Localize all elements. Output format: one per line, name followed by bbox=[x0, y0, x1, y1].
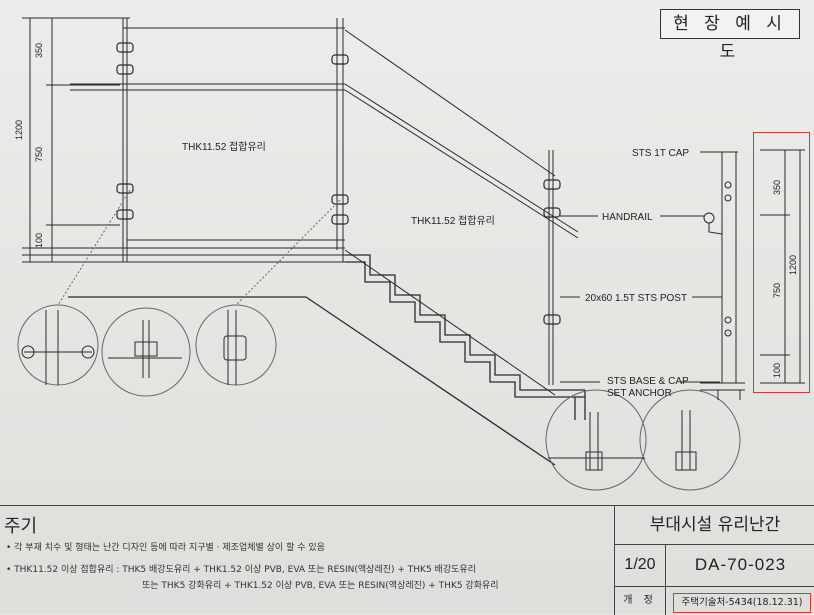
glass-clamps bbox=[116, 42, 561, 325]
dim-left-750: 750 bbox=[34, 147, 44, 162]
callout-post: 20x60 1.5T STS POST bbox=[585, 293, 687, 304]
dim-left-100: 100 bbox=[34, 233, 44, 248]
upper-glass-panel bbox=[122, 18, 556, 396]
dim-left-1200: 1200 bbox=[14, 120, 24, 140]
side-elevation bbox=[700, 151, 745, 400]
drawing-code: DA-70-023 bbox=[666, 544, 814, 587]
detail-sections bbox=[21, 310, 697, 471]
title-block: 부대시설 유리난간 1/20 DA-70-023 개 정 주택기술처-5434(… bbox=[614, 505, 814, 615]
notes-title: 주기 bbox=[4, 516, 38, 537]
note-line-2: • THK11.52 이상 접합유리 : THK5 배강도유리 + THK1.5… bbox=[6, 565, 476, 575]
site-example-title: 현 장 예 시 도 bbox=[660, 9, 800, 62]
callout-base: STS BASE & CAP bbox=[607, 376, 689, 387]
drawing-scale: 1/20 bbox=[615, 544, 666, 587]
revision-value: 주택기술처-5434(18.12.31) bbox=[673, 593, 811, 613]
dim-right-100: 100 bbox=[772, 363, 782, 378]
note-line-1: • 각 부재 치수 및 형태는 난간 디자인 등에 따라 지구별 · 제조업체별… bbox=[6, 543, 325, 553]
dim-left-350: 350 bbox=[34, 43, 44, 58]
dimension-highlight-box bbox=[753, 132, 810, 393]
callout-anchor: SET ANCHOR bbox=[607, 388, 672, 399]
dim-right-350: 350 bbox=[772, 180, 782, 195]
floor-slab bbox=[22, 247, 345, 263]
railing-drawing: 350 750 100 1200 350 750 100 1200 THK11.… bbox=[14, 17, 805, 491]
glass-label-stair: THK11.52 접합유리 bbox=[411, 215, 495, 227]
revision-label: 개 정 bbox=[615, 587, 666, 615]
detail-circles bbox=[17, 189, 741, 491]
handrail bbox=[70, 83, 579, 239]
glass-label-upper: THK11.52 접합유리 bbox=[182, 141, 266, 153]
callout-cap: STS 1T CAP bbox=[632, 148, 689, 159]
dim-right-1200: 1200 bbox=[788, 255, 798, 275]
callout-leaders bbox=[560, 151, 722, 383]
stair-steps bbox=[68, 254, 586, 466]
notes-section: 주기 • 각 부재 치수 및 형태는 난간 디자인 등에 따라 지구별 · 제조… bbox=[0, 505, 614, 615]
drawing-name: 부대시설 유리난간 bbox=[615, 506, 814, 545]
note-line-3: 또는 THK5 강화유리 + THK1.52 이상 PVB, EVA 또는 RE… bbox=[142, 581, 499, 591]
callout-handrail: HANDRAIL bbox=[602, 212, 653, 223]
right-dimension-line bbox=[760, 149, 805, 384]
dim-right-750: 750 bbox=[772, 283, 782, 298]
